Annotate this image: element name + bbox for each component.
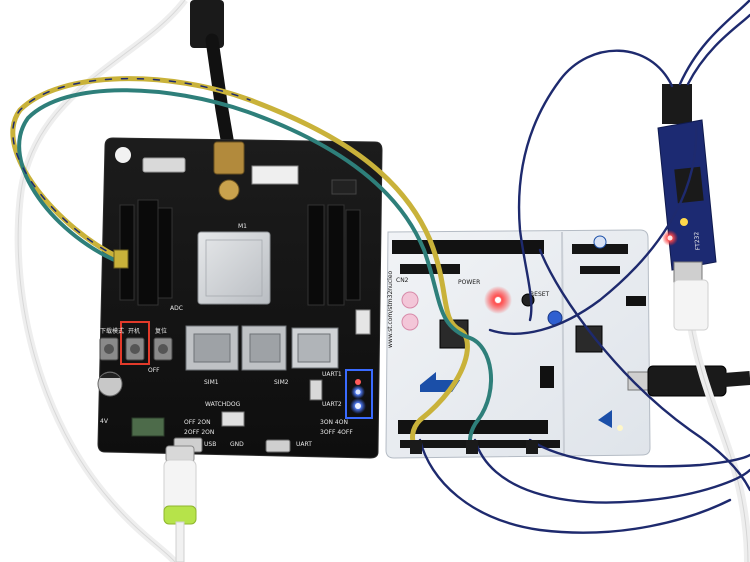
nucleo-url: www.st.com/stm32nucleo bbox=[387, 270, 394, 348]
ft232-chip bbox=[674, 166, 704, 204]
label-usb: USB bbox=[204, 441, 216, 448]
navy-jumper-wires bbox=[418, 0, 750, 534]
highlight-box-power-button bbox=[120, 321, 150, 365]
status-led-blue bbox=[355, 389, 361, 395]
jumper-black bbox=[540, 366, 554, 388]
white-cable-left-edge bbox=[17, 0, 186, 562]
yellow-teal-ribbon-wire bbox=[10, 76, 493, 452]
st-logo-small bbox=[598, 410, 612, 428]
highlight-box-leds bbox=[345, 369, 373, 419]
label-reset-nucleo: RESET bbox=[530, 291, 550, 298]
stlink-header bbox=[572, 244, 628, 254]
ft232-led-yellow bbox=[680, 218, 688, 226]
label-watchdog: WATCHDOG bbox=[205, 401, 241, 408]
label-onoff-1: OFF 2ON bbox=[184, 419, 211, 426]
sma-connector bbox=[213, 141, 245, 175]
wire-plug-bottom-2 bbox=[466, 440, 478, 454]
label-uart: UART bbox=[296, 441, 312, 448]
ft232-usb-port[interactable] bbox=[673, 261, 703, 283]
sim-slot-1[interactable] bbox=[185, 325, 239, 371]
label-uart1: UART1 bbox=[322, 371, 342, 378]
wire-plug-bottom-1 bbox=[410, 440, 422, 454]
fpc-connector bbox=[142, 157, 186, 173]
green-terminal bbox=[131, 417, 165, 437]
morpho-header-bottom bbox=[400, 440, 560, 448]
uart-usb-port[interactable] bbox=[265, 439, 291, 453]
label-onoff-2: 2OFF 2ON bbox=[184, 429, 214, 436]
label-dip-2: 3OFF 4OFF bbox=[320, 429, 353, 436]
micro-usb-cable bbox=[163, 445, 197, 562]
power-led-red bbox=[495, 297, 501, 303]
sim-slot-2[interactable] bbox=[241, 325, 287, 371]
wire-plug-yellow bbox=[113, 249, 129, 269]
label-4v: 4V bbox=[100, 418, 109, 425]
tf-card-slot[interactable] bbox=[291, 327, 339, 369]
slide-switch[interactable] bbox=[309, 379, 323, 401]
jumper-stlink bbox=[626, 296, 646, 306]
stm32-nucleo-board: www.st.com/stm32nucleo POWER CN2 RESET bbox=[385, 229, 653, 459]
label-power-on: 开机 bbox=[128, 327, 140, 335]
label-adc: ADC bbox=[170, 305, 183, 312]
dupont-connector bbox=[662, 84, 692, 124]
label-uart2: UART2 bbox=[322, 401, 342, 408]
label-sim2: SIM2 bbox=[274, 379, 289, 386]
st-logo-mark bbox=[401, 291, 419, 309]
mounting-hole bbox=[115, 147, 131, 163]
ft232-usb-plug bbox=[673, 279, 709, 331]
sma-nut bbox=[218, 179, 240, 201]
power-jack bbox=[331, 179, 357, 195]
label-gnd: GND bbox=[230, 441, 244, 448]
ft232-adapter: FT232 bbox=[657, 84, 717, 331]
dip-switch[interactable] bbox=[221, 411, 245, 427]
status-led-blue-2 bbox=[355, 403, 361, 409]
button-reset[interactable] bbox=[153, 337, 173, 361]
status-led-red bbox=[355, 379, 361, 385]
right-pin-header bbox=[307, 204, 361, 306]
label-off: OFF bbox=[148, 367, 160, 374]
nbiot-dev-board: M1 下载模式 开机 复位 ADC 4V OFF bbox=[97, 137, 383, 459]
button-download-mode[interactable] bbox=[99, 337, 119, 361]
label-sim1: SIM1 bbox=[204, 379, 219, 386]
label-cn2: CN2 bbox=[396, 277, 409, 284]
button-power-on[interactable] bbox=[125, 337, 145, 361]
antenna-cable bbox=[205, 33, 235, 152]
nbiot-module bbox=[197, 231, 271, 305]
label-power: POWER bbox=[458, 279, 480, 286]
module-label: M1 bbox=[238, 223, 247, 230]
label-dip-1: 3ON 4ON bbox=[320, 419, 348, 426]
label-download-mode: 下载模式 bbox=[100, 327, 124, 335]
ft232-label: FT232 bbox=[693, 231, 702, 250]
label-reset: 复位 bbox=[155, 327, 167, 335]
jst-connector bbox=[251, 165, 299, 185]
wire-plug-bottom-3 bbox=[526, 440, 538, 454]
side-connector bbox=[355, 309, 371, 335]
